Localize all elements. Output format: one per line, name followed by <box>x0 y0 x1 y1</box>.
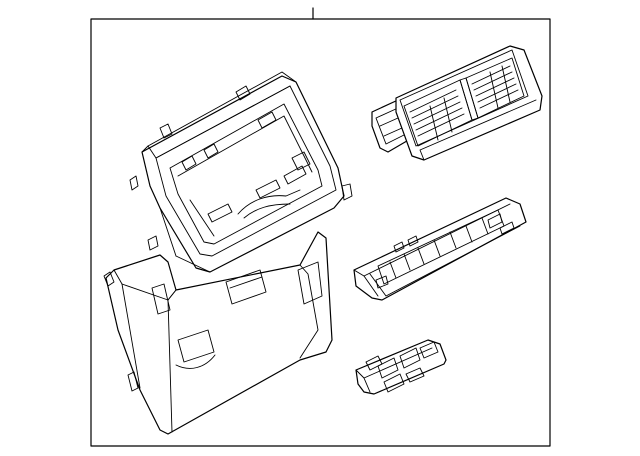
control-switch-panel <box>353 197 527 301</box>
display-bezel-frame <box>129 71 353 273</box>
air-vent-outlet <box>371 45 543 161</box>
rear-console-housing <box>103 231 333 435</box>
diagram-frame <box>90 18 551 447</box>
small-switch-module <box>355 339 447 395</box>
